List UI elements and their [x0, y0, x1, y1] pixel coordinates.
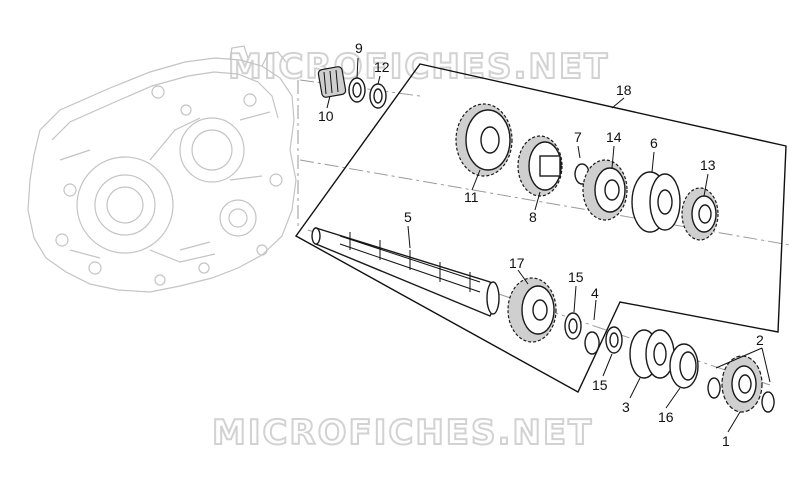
callout-6: 6: [650, 135, 658, 151]
sprocket-1: [721, 355, 763, 413]
callout-13: 13: [700, 157, 716, 173]
callout-9: 9: [355, 40, 363, 56]
callout-17: 17: [509, 255, 525, 271]
callout-15-lower: 15: [592, 377, 608, 393]
washer-9: [348, 77, 366, 103]
gear-17: [507, 277, 557, 343]
callout-5: 5: [404, 209, 412, 225]
gear-11: [455, 103, 513, 177]
callout-4: 4: [591, 285, 599, 301]
callout-7: 7: [574, 129, 582, 145]
callout-16: 16: [658, 409, 674, 425]
callout-12: 12: [374, 59, 390, 75]
callout-18: 18: [616, 82, 632, 98]
callout-11: 11: [464, 189, 479, 205]
callout-10: 10: [318, 108, 334, 124]
axis-line-upper: [299, 159, 791, 246]
needle-bearing-10: [317, 66, 347, 98]
circlip-2-right: [761, 391, 775, 413]
callout-1: 1: [722, 433, 730, 449]
crankcase-ghost-drawing: [27, 45, 297, 293]
main-shaft-5: [311, 227, 500, 317]
callout-15-upper: 15: [568, 269, 584, 285]
callout-14: 14: [606, 129, 622, 145]
circlip-7: [574, 163, 590, 185]
gear-14: [582, 159, 628, 221]
gear-8: [517, 135, 563, 197]
washer-15-upper: [564, 312, 582, 340]
gear-13: [681, 187, 719, 241]
seal-16: [669, 343, 699, 389]
group-outline-18: [294, 63, 787, 393]
watermark-bottom: MICROFICHES.NET: [212, 413, 593, 453]
circlip-2-left: [707, 377, 721, 399]
callout-2: 2: [756, 332, 764, 348]
bearing-3: [629, 329, 675, 379]
callout-8: 8: [529, 209, 537, 225]
washer-15-lower: [605, 326, 623, 354]
circlip-4: [584, 331, 600, 355]
leader-lines: [326, 57, 771, 433]
callout-3: 3: [622, 399, 630, 415]
sleeve-6: [631, 171, 681, 233]
washer-12: [369, 83, 387, 109]
